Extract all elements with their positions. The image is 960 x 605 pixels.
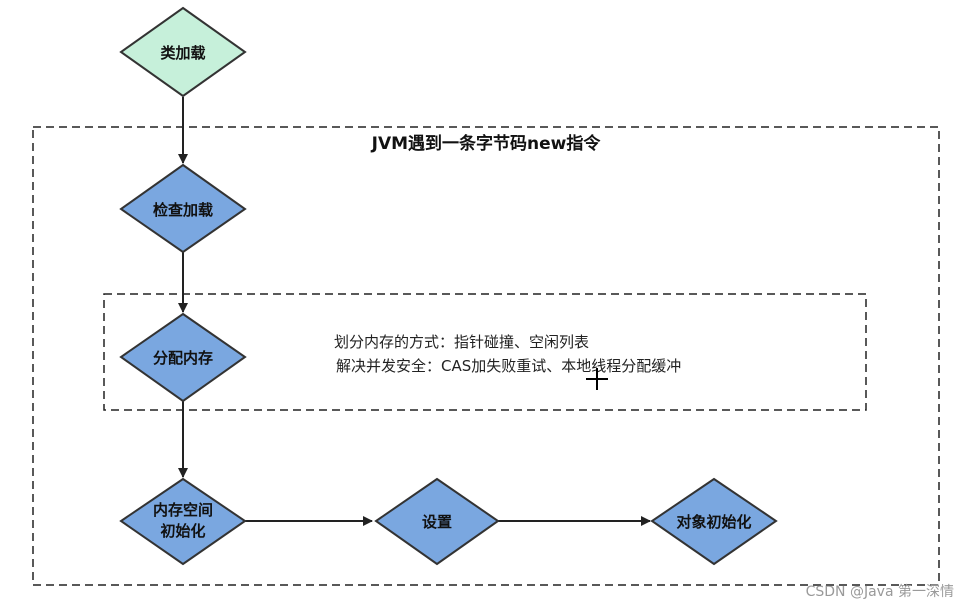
setup-node: 设置 <box>374 477 500 566</box>
memory-division-note: 划分内存的方式：指针碰撞、空闲列表 <box>334 333 589 351</box>
outer-group-border <box>32 126 940 586</box>
csdn-watermark: CSDN @Java 第一深情 <box>805 584 954 600</box>
class-loading-label: 类加载 <box>160 44 205 62</box>
crosshair-cursor-icon <box>586 368 608 390</box>
setup-label: 设置 <box>422 513 452 531</box>
class-loading-node: 类加载 <box>119 6 247 98</box>
memory-init-label-line2: 初始化 <box>160 522 205 540</box>
check-loading-node: 检查加载 <box>119 163 247 254</box>
object-init-node: 对象初始化 <box>650 477 778 566</box>
memory-init-label-line1: 内存空间 <box>153 501 213 519</box>
check-loading-label: 检查加载 <box>153 201 213 219</box>
memory-init-node: 内存空间 初始化 <box>119 477 247 566</box>
concurrency-safety-note: 解决并发安全：CAS加失败重试、本地线程分配缓冲 <box>336 357 681 375</box>
inner-group-border <box>103 293 867 411</box>
allocate-memory-label: 分配内存 <box>153 349 213 367</box>
object-init-label: 对象初始化 <box>676 513 751 531</box>
outer-group-title: JVM遇到一条字节码new指令 <box>371 133 602 154</box>
allocate-memory-node: 分配内存 <box>119 312 247 403</box>
